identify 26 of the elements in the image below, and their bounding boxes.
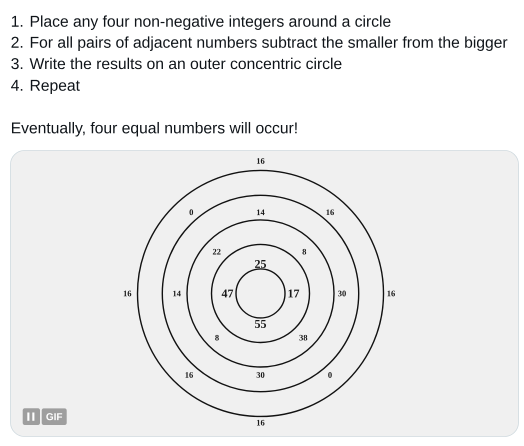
- number-label: 25: [255, 260, 266, 268]
- number-label: 8: [215, 334, 219, 341]
- number-label: 8: [302, 248, 306, 255]
- number-label: 30: [256, 372, 264, 378]
- instruction-text: 1. Place any four non-negative integers around a circle: [12, 15, 390, 30]
- number-label: 16: [256, 420, 264, 426]
- number-label: 55: [255, 320, 266, 328]
- number-label: 16: [185, 372, 193, 378]
- number-label: 0: [328, 372, 332, 378]
- instruction-text: 4. Repeat: [11, 80, 80, 94]
- gif-badge: GIF: [42, 408, 67, 426]
- number-label: 16: [124, 290, 132, 296]
- instruction-text: 2. For all pairs of adjacent numbers subtract the smaller from the bigger: [12, 36, 508, 51]
- number-label: 22: [212, 248, 221, 254]
- number-label: 14: [256, 210, 265, 216]
- note-text: Eventually, four equal numbers will occur!: [12, 122, 297, 137]
- number-label: 38: [299, 334, 308, 341]
- number-label: 30: [338, 290, 346, 296]
- number-label: 16: [256, 158, 264, 164]
- number-label: 17: [288, 290, 300, 298]
- number-label: 47: [222, 290, 234, 298]
- number-label: 14: [173, 290, 181, 296]
- instruction-text: 3. Write the results on an outer concentric circle: [11, 58, 342, 70]
- number-label: 0: [190, 209, 194, 216]
- number-label: 16: [326, 209, 334, 216]
- number-label: 16: [387, 290, 395, 296]
